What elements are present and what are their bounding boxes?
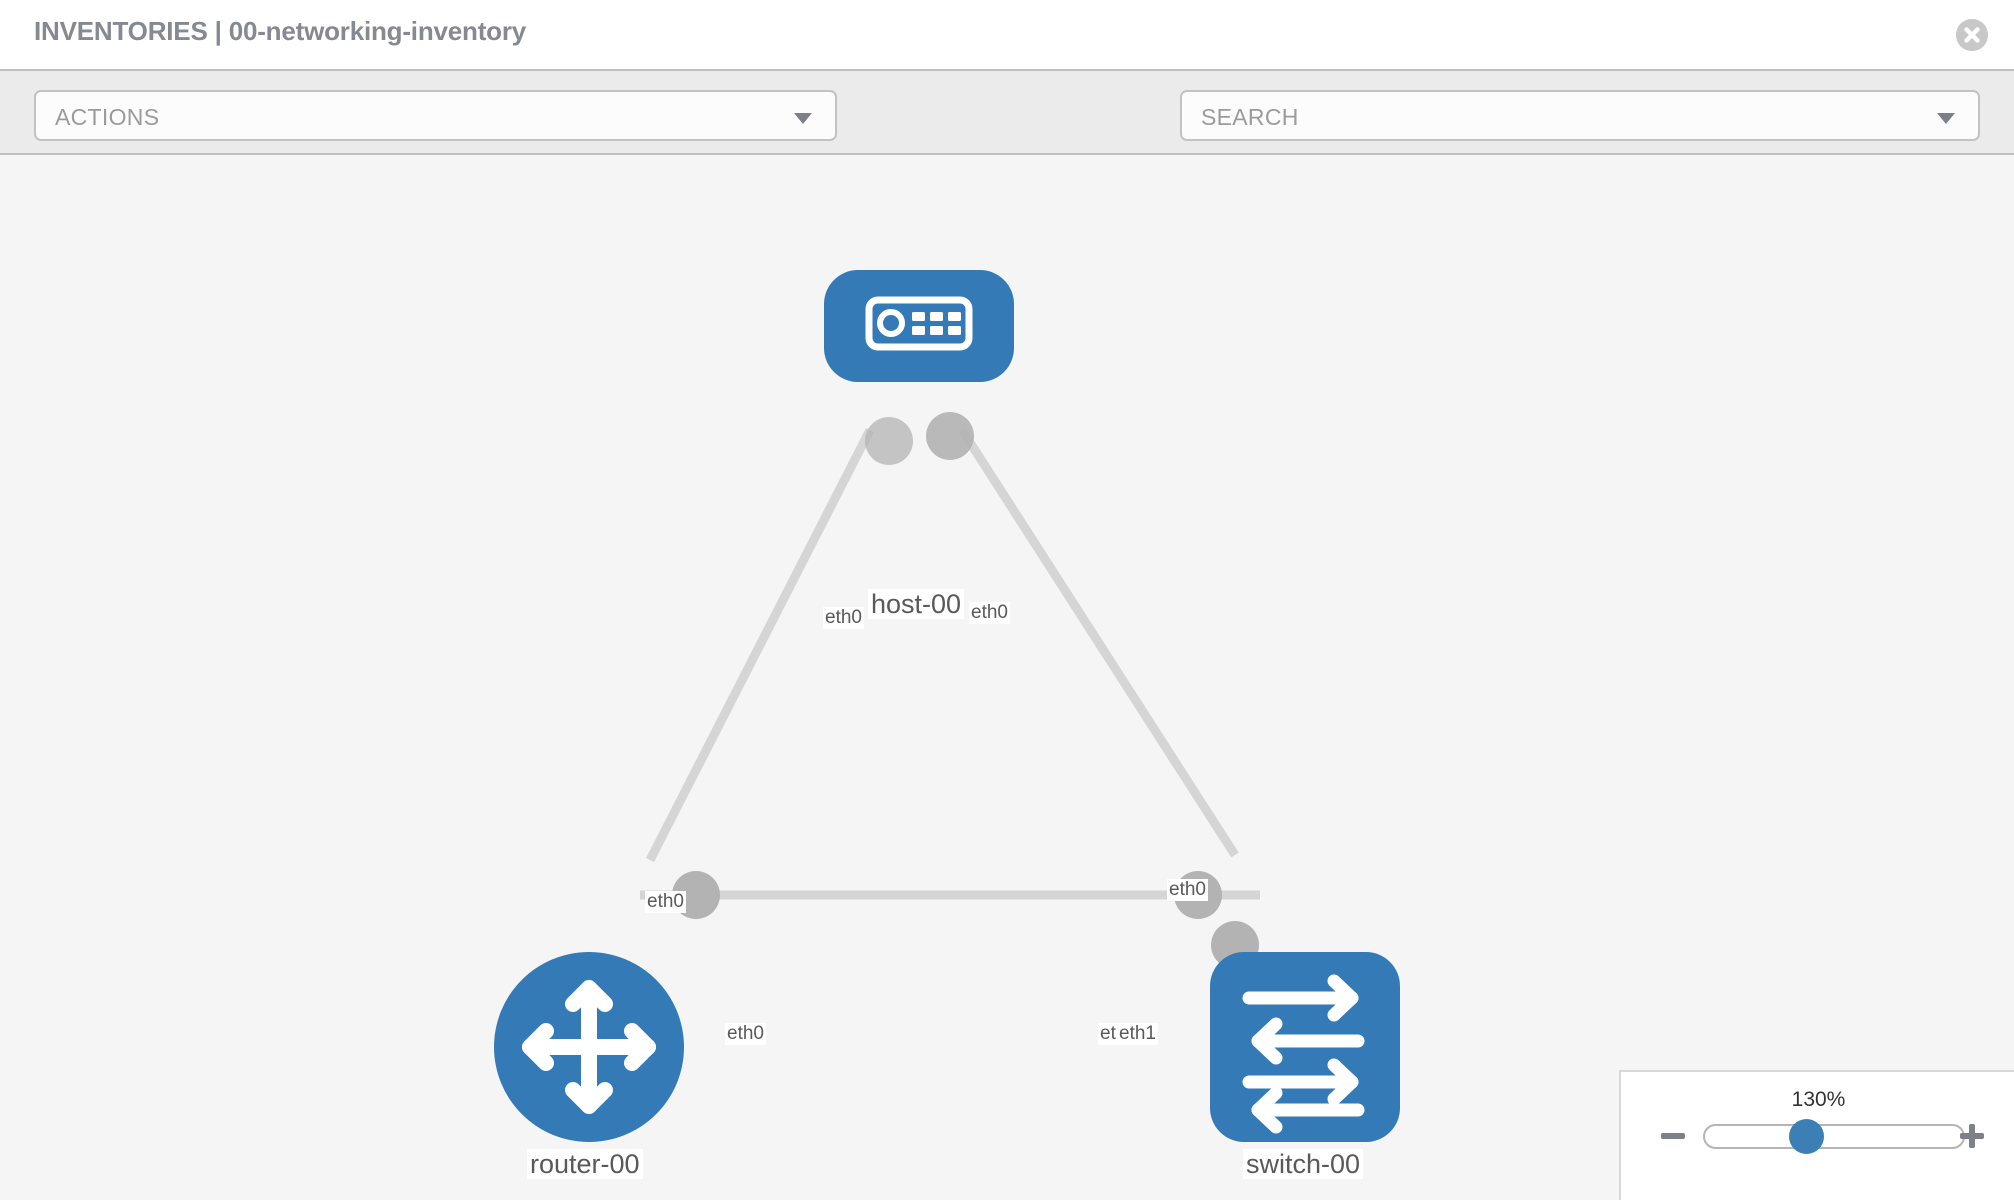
port-host00-right bbox=[926, 412, 974, 460]
zoom-slider-thumb[interactable] bbox=[1789, 1119, 1824, 1154]
topology-canvas[interactable]: eth0 host-00 eth0 eth0 eth0 eth0 eth eth… bbox=[0, 155, 2014, 1200]
link-host00-switch00 bbox=[958, 427, 1239, 858]
interface-label: eth1 bbox=[1117, 1023, 1158, 1045]
search-input[interactable]: SEARCH bbox=[1180, 90, 1980, 141]
topology-links bbox=[640, 427, 1260, 900]
actions-dropdown-label: ACTIONS bbox=[55, 104, 160, 130]
link-host00-router00 bbox=[645, 427, 875, 863]
zoom-control-panel: 130% bbox=[1619, 1070, 2014, 1200]
server-icon bbox=[865, 296, 973, 351]
interface-label: eth0 bbox=[969, 602, 1010, 624]
toolbar: ACTIONS SEARCH bbox=[0, 69, 2014, 198]
plus-icon[interactable] bbox=[1956, 1120, 1988, 1152]
page-title: INVENTORIES | 00-networking-inventory bbox=[34, 16, 527, 46]
interface-label: eth0 bbox=[725, 1023, 766, 1045]
node-router-00 bbox=[494, 952, 684, 1142]
page-header: INVENTORIES | 00-networking-inventory bbox=[0, 0, 2014, 69]
node-label-router-00: router-00 bbox=[527, 1149, 643, 1180]
interface-label: eth0 bbox=[645, 891, 686, 913]
node-switch-00 bbox=[1210, 952, 1400, 1142]
port-host00-left bbox=[865, 417, 913, 465]
node-host-00 bbox=[824, 270, 1014, 382]
node-label-host-00: host-00 bbox=[868, 589, 965, 620]
chevron-down-icon bbox=[794, 113, 812, 124]
chevron-down-icon[interactable] bbox=[1937, 113, 1955, 124]
interface-label: eth0 bbox=[823, 607, 864, 629]
close-icon[interactable] bbox=[1956, 19, 1988, 51]
minus-icon[interactable] bbox=[1657, 1120, 1689, 1152]
router-arrows-icon bbox=[522, 980, 656, 1114]
interface-label: eth0 bbox=[1167, 879, 1208, 901]
node-label-switch-00: switch-00 bbox=[1243, 1149, 1364, 1180]
zoom-slider[interactable] bbox=[1703, 1124, 1965, 1149]
actions-dropdown[interactable]: ACTIONS bbox=[34, 90, 837, 141]
topology-graph bbox=[494, 270, 1400, 1142]
search-placeholder: SEARCH bbox=[1201, 104, 1299, 130]
switch-arrows-icon bbox=[1242, 974, 1365, 1134]
zoom-percent-label: 130% bbox=[1791, 1088, 1846, 1111]
